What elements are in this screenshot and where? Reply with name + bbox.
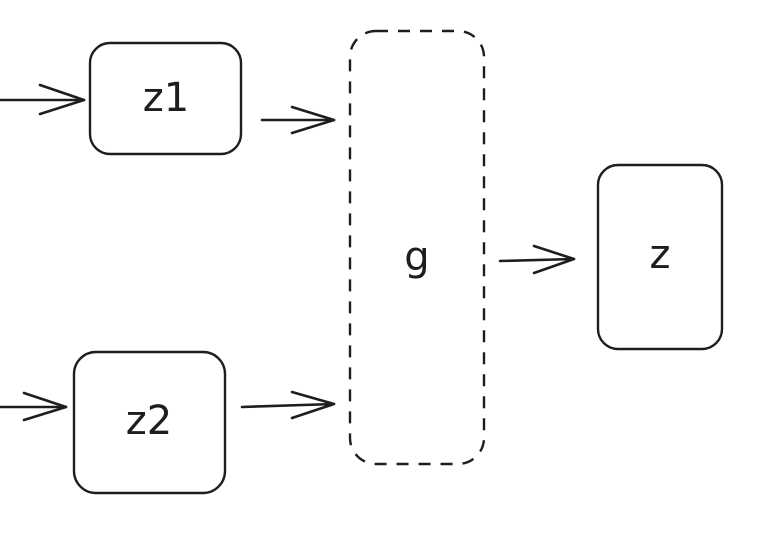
- node-z1-label: z1: [143, 75, 189, 121]
- node-g-label: g: [404, 234, 429, 280]
- node-z2-label: z2: [126, 398, 172, 444]
- node-z2: z2: [72, 350, 227, 495]
- arrow-g-to-z: [498, 244, 576, 275]
- node-z1: z1: [88, 41, 243, 156]
- node-z-label: z: [650, 232, 671, 278]
- node-z: z: [596, 163, 724, 351]
- arrow-z1-to-g: [260, 105, 336, 135]
- node-g: g: [348, 29, 486, 466]
- arrow-input-to-z2: [0, 391, 68, 422]
- arrow-input-to-z1: [0, 83, 86, 116]
- arrow-z2-to-g: [240, 390, 336, 420]
